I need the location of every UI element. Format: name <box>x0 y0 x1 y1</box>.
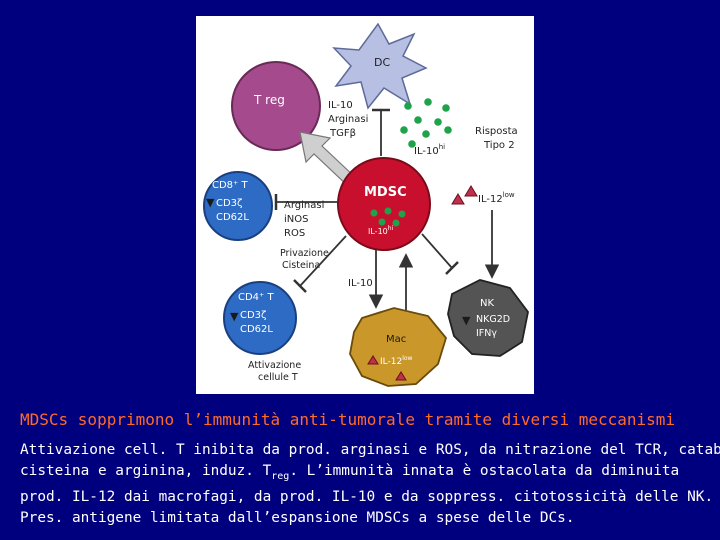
cd4-label: CD4⁺ T <box>238 292 275 303</box>
cd4-cd3z: CD3ζ <box>240 310 266 321</box>
mdsc-nk-inhibit-bar <box>445 261 459 275</box>
mdsc-granules <box>370 207 406 227</box>
caption-body: Attivazione cell. T inibita da prod. arg… <box>20 440 720 529</box>
caption-line-3: prod. IL-12 dai macrofagi, da prod. IL-1… <box>20 488 714 505</box>
nk-nkg2d: NKG2D <box>476 314 510 325</box>
caption-line-2: cisteina e arginina, induz. Treg. L’immu… <box>20 463 680 482</box>
dc-cell <box>332 22 428 110</box>
caption-line-1: Attivazione cell. T inibita da prod. arg… <box>20 442 720 458</box>
nk-label: NK <box>480 298 494 309</box>
treg-factors: IL-10 Arginasi TGFβ <box>328 100 368 139</box>
il12low-label: IL-12low <box>478 191 515 205</box>
cd4-t-cell <box>223 281 297 355</box>
cd4-cd62l: CD62L <box>240 324 273 335</box>
mdsc-diagram: DC T reg IL-10 Arginasi TGFβ IL-10hi Ris… <box>196 16 534 394</box>
caption-line-4: Pres. antigene limitata dall’espansione … <box>20 509 575 526</box>
mdsc-cell <box>337 157 431 251</box>
cd4-down-arrow: ▼ <box>230 310 239 323</box>
mac-triangle-2 <box>395 371 407 381</box>
mdsc-il10-label: IL-10hi <box>368 225 394 236</box>
mdsc-label: MDSC <box>364 185 407 200</box>
mdsc-factors: Arginasi iNOS ROS <box>284 200 324 239</box>
cisteina-label: Cisteina <box>282 260 320 271</box>
cd8-cd3z: CD3ζ <box>216 198 242 209</box>
diagram-svg: DC T reg IL-10 Arginasi TGFβ IL-10hi Ris… <box>203 22 529 387</box>
risposta-label: Risposta <box>475 126 518 137</box>
il10-label: IL-10 <box>348 278 373 289</box>
nk-ifng: IFNγ <box>476 328 497 339</box>
factor-inos: iNOS <box>284 214 308 225</box>
cd8-cd62l: CD62L <box>216 212 249 223</box>
mdsc-cd4-inhibit-line <box>299 235 347 287</box>
mac-il12-label: IL-12low <box>380 355 413 367</box>
il10hi-label: IL-10hi <box>414 143 445 157</box>
cd8-down-arrow: ▼ <box>206 196 215 209</box>
privazione-label: Privazione <box>280 248 329 259</box>
treg-cell <box>231 61 321 151</box>
caption-title: MDSCs sopprimono l’immunità anti-tumoral… <box>20 410 676 429</box>
nk-down-arrow: ▼ <box>462 314 471 327</box>
factor-arginasi-2: Arginasi <box>284 200 324 211</box>
mac-label: Mac <box>386 334 406 345</box>
il12-triangle-1 <box>451 193 465 205</box>
factor-tgfb: TGFβ <box>329 128 356 139</box>
il10-granules <box>400 98 452 148</box>
il12-triangle-2 <box>464 185 478 197</box>
nk-cell <box>447 279 529 357</box>
cellule-t-label: cellule T <box>258 372 298 383</box>
cd8-t-cell <box>203 171 273 241</box>
treg-label: T reg <box>253 93 285 107</box>
mac-triangle-1 <box>367 355 379 365</box>
mac-cell <box>349 307 448 387</box>
attivazione-label: Attivazione <box>248 360 301 371</box>
cd8-label: CD8⁺ T <box>212 180 249 191</box>
mdsc-nk-inhibit-line <box>421 233 453 269</box>
factor-arginasi: Arginasi <box>328 114 368 125</box>
dc-label: DC <box>374 56 390 69</box>
factor-il10: IL-10 <box>328 100 353 111</box>
tipo2-label: Tipo 2 <box>483 140 515 151</box>
mdsc-cd4-inhibit-bar <box>293 279 307 293</box>
arrow-mdsc-to-treg <box>299 131 357 187</box>
factor-ros: ROS <box>284 228 305 239</box>
